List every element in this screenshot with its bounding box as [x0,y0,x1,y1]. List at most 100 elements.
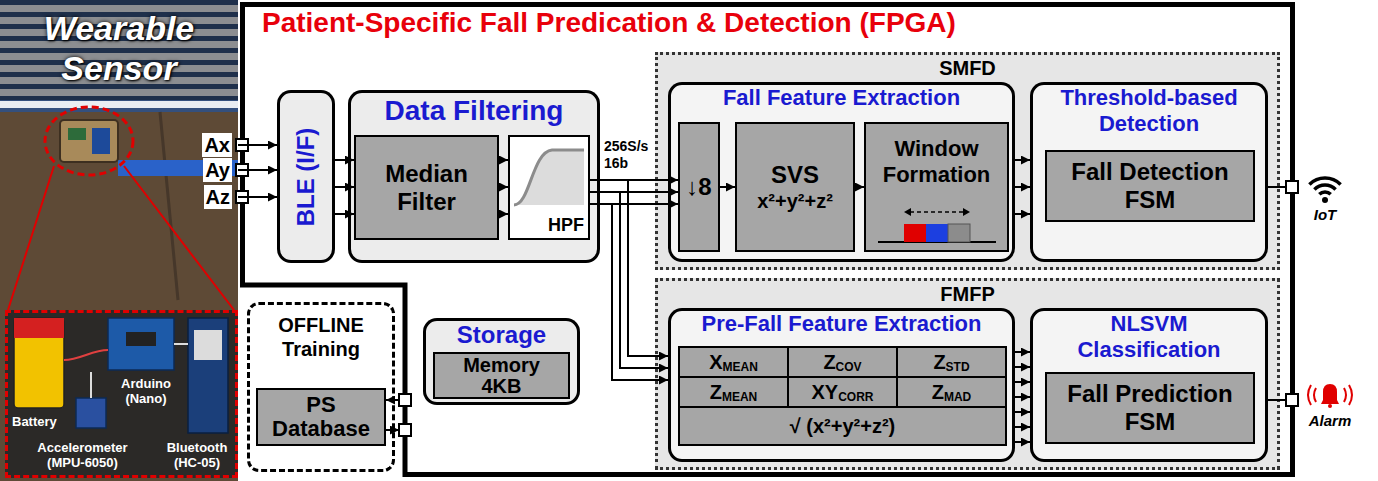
feature-cell: XYCORR [787,376,898,408]
connector-arrow [1015,366,1030,368]
part-name: Arduino (Nano) [110,376,182,406]
connector-arrow [386,429,399,431]
alarm-wave [1344,388,1346,402]
storage-block: Memory 4KBStorage [423,318,580,405]
part-name: Accelerometer (MPU-6050) [30,440,135,470]
box-label: Z [710,381,722,403]
connector-arrow [590,204,668,380]
signal-rate: 256S/s 16b [604,138,652,172]
fsm-box: Fall Detection FSM [1045,150,1255,222]
ble-interface: BLE (I/F) [277,90,335,263]
connector-arrow [1015,351,1030,353]
block-title: Pre-Fall Feature Extraction [702,311,982,337]
label-slot: Ay [203,158,232,182]
block-title: OFFLINE Training [250,313,392,361]
highlight-circle [45,107,133,175]
detection-block: Fall Detection FSMThreshold-based Detect… [1030,82,1268,262]
wire [174,343,188,345]
connector-arrow [499,159,508,161]
subscript: STD [946,360,970,374]
subscript: COV [836,360,862,374]
box-label: Memory 4KB [454,355,549,397]
box-label: Z [933,351,945,373]
label-slot: 256S/s 16b [604,138,652,172]
frame-border [243,5,1293,475]
signal-name: Ay [203,158,232,182]
chip [126,332,156,346]
zoom-line [124,166,234,310]
block-title: BLE (I/F) [292,127,320,226]
port-square [399,424,411,436]
output-name: Alarm [1303,412,1357,430]
connector-arrow [1015,426,1030,428]
connector-arrow [238,144,277,146]
feature-cell: XMEAN [678,346,789,378]
signal-name: Az [204,185,232,209]
connector-arrow [1015,213,1030,215]
hpf-curve [514,150,584,205]
connector-arrow [1015,411,1030,413]
connector-arrow [335,159,354,161]
trouser-crease [160,112,178,300]
box-label: Window Formation [864,136,1009,188]
battery-symbol [14,318,64,408]
frame-title: Patient-Specific Fall Predication & Dete… [262,6,956,40]
signal-name: Ax [202,133,232,157]
port-square [1286,394,1298,406]
fsm-box: Fall Prediction FSM [1045,372,1255,444]
arduino-board [108,318,174,370]
connector-arrow [855,186,864,188]
connector-arrow [386,399,399,401]
wifi-arc [1319,192,1330,194]
window-bar [904,224,926,242]
text-slot: Accelerometer (MPU-6050) [30,440,135,470]
output-name: IoT [1310,206,1340,224]
box-label: SVS [771,161,819,189]
module-part [194,330,222,360]
database-box: PS Database [256,388,386,446]
connector-arrow [1015,441,1030,443]
block-title: Data Filtering [385,94,564,128]
connector-arrow [238,196,277,198]
wire [90,372,92,398]
text-slot: Arduino (Nano) [110,376,182,406]
text-slot: Battery [12,414,72,429]
subscript: CORR [838,390,873,404]
sensor-part [68,128,86,140]
span-head [963,208,970,216]
median-filter: Median Filter [354,135,499,240]
label-slot: Ax [202,133,232,157]
fmfp-region: XMEANZCOVZSTDZMEANXYCORRZMAD√ (x²+y²+z²)… [655,278,1280,470]
alarm-wave [1349,385,1352,405]
output-wire [1268,399,1286,401]
box-label: PS Database [256,393,386,441]
prefall-block: XMEANZCOVZSTDZMEANXYCORRZMAD√ (x²+y²+z²)… [668,308,1015,462]
subscript: MEAN [722,390,757,404]
text-slot: Wearable Sensor [0,8,238,88]
box-label: Fall Detection FSM [1060,158,1240,214]
feature-cell: ZSTD [896,346,1007,378]
label-slot: Az [204,185,232,209]
box-label: XY [811,381,838,403]
box-label: Fall Prediction FSM [1060,380,1240,436]
striped-shirt [0,0,238,112]
subscript: MEAN [723,360,758,374]
connector-arrow [238,169,277,171]
connector-arrow [1015,186,1030,188]
accelerometer-board [76,398,106,428]
downsample-box: ↓8 [678,122,720,252]
connector-arrow [499,186,508,188]
connector-arrow [1015,396,1030,398]
port-square [1286,181,1298,193]
text-slot: Patient-Specific Fall Predication & Dete… [262,6,956,40]
connector-arrow [335,213,354,215]
connector-arrow [1015,381,1030,383]
classifier-block: Fall Prediction FSMNLSVM Classification [1030,308,1268,462]
connector-arrow [499,213,508,215]
part-name: Battery [12,414,72,429]
alarm-wave [1308,385,1311,405]
bell-clapper [1328,404,1332,408]
sqrt-cell: √ (x²+y²+z²) [678,406,1007,446]
text-slot: Bluetooth (HC-05) [158,440,236,470]
